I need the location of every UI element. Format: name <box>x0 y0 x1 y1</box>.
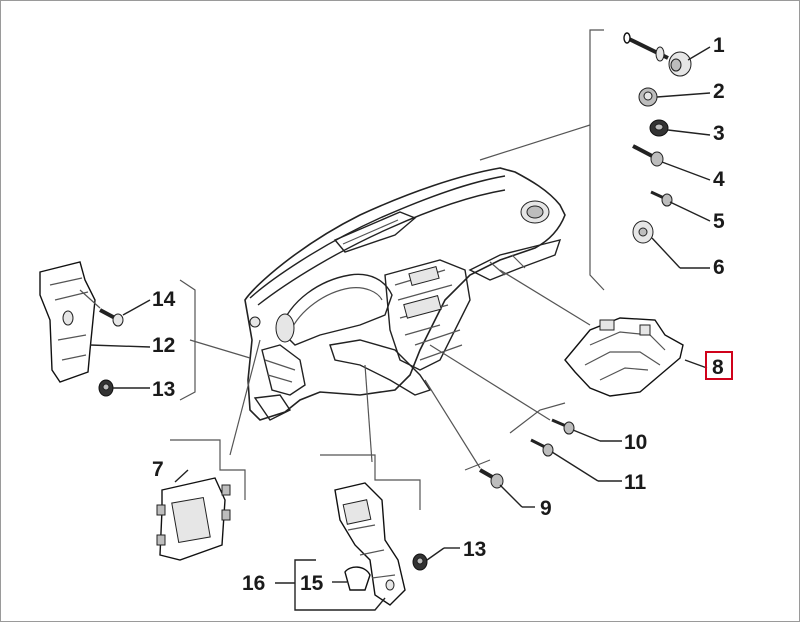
lower-bracket-group <box>320 364 421 606</box>
label-11: 11 <box>624 471 647 494</box>
label-4: 4 <box>713 168 725 191</box>
label-12: 12 <box>152 334 175 357</box>
part-3-small-nut <box>649 119 711 137</box>
part-13-nut-left <box>98 379 150 397</box>
part-11-screw <box>530 438 622 482</box>
part-1-bolt-with-washer <box>623 32 711 77</box>
label-5: 5 <box>713 210 725 233</box>
label-10: 10 <box>624 431 647 454</box>
part-8-console-bracket <box>499 269 708 397</box>
label-13-lower: 13 <box>463 538 486 561</box>
label-15: 15 <box>300 572 324 595</box>
label-7: 7 <box>152 458 164 481</box>
part-7-bracket-group <box>156 439 246 561</box>
part-12-side-bracket <box>39 261 151 383</box>
part-10-screw <box>551 418 622 442</box>
part-9-bolt <box>424 379 535 508</box>
part-15-clip <box>332 566 371 591</box>
label-1: 1 <box>713 34 725 57</box>
label-8: 8 <box>712 356 724 379</box>
label-16: 16 <box>242 572 265 595</box>
label-9: 9 <box>540 497 552 520</box>
left-bracket-group <box>179 279 261 456</box>
right-parts-bracket <box>479 29 605 291</box>
part-14-screw <box>79 289 151 327</box>
label-6: 6 <box>713 256 725 279</box>
part-6-washer <box>632 220 710 269</box>
part-4-screw <box>632 144 711 181</box>
label-2: 2 <box>713 80 725 103</box>
label-8-highlight-box <box>705 351 733 380</box>
part-labels: 1 2 3 4 5 6 7 8 9 10 11 12 13 13 14 15 1… <box>152 34 733 595</box>
part-16-bracket-line <box>275 559 386 611</box>
part-13-nut-lower <box>412 547 460 571</box>
part-2-nut <box>638 87 711 107</box>
dashboard-assembly <box>244 167 566 421</box>
label-13-left: 13 <box>152 378 175 401</box>
part-5-small-screw <box>650 190 711 222</box>
label-3: 3 <box>713 122 725 145</box>
label-14: 14 <box>152 288 176 311</box>
